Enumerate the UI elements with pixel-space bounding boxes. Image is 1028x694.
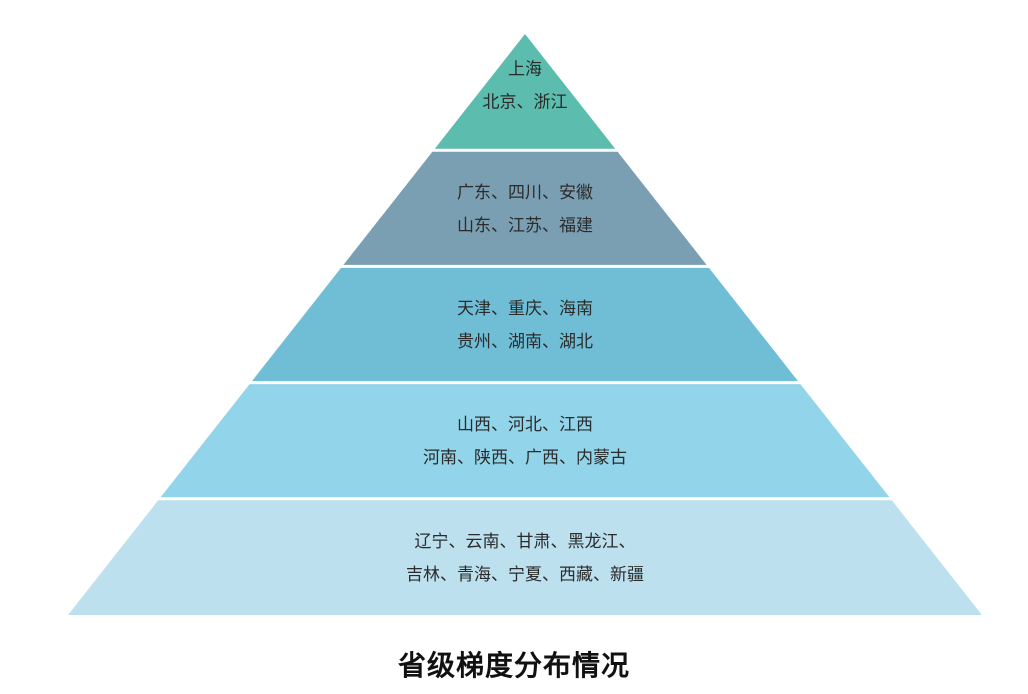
tier-1-line-1: 上海 (508, 60, 542, 80)
tier-5-line-2: 吉林、青海、宁夏、西藏、新疆 (406, 565, 644, 585)
tier-4-line-1: 山西、河北、江西 (457, 415, 593, 435)
pyramid-tier-5 (68, 500, 982, 615)
pyramid-tier-2 (343, 151, 707, 265)
pyramid-tier-3 (252, 267, 798, 382)
tier-5-line-1: 辽宁、云南、甘肃、黑龙江、 (415, 532, 636, 552)
tier-3-line-1: 天津、重庆、海南 (457, 299, 593, 319)
tier-1-line-2: 北京、浙江 (483, 93, 568, 113)
tier-4-line-2: 河南、陕西、广西、内蒙古 (423, 448, 627, 468)
diagram-caption: 省级梯度分布情况 (397, 649, 630, 682)
tier-2-line-2: 山东、江苏、福建 (457, 216, 593, 236)
pyramid-tier-4 (160, 384, 890, 498)
tier-3-line-2: 贵州、湖南、湖北 (457, 332, 593, 352)
tier-2-line-1: 广东、四川、安徽 (457, 183, 593, 203)
pyramid-tier-1 (434, 34, 616, 149)
